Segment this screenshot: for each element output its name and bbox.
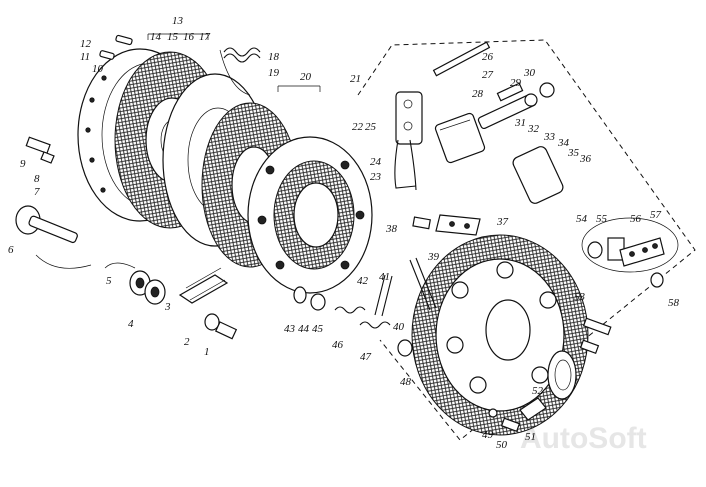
spring-18: [223, 47, 261, 63]
callout-29: 29: [510, 77, 522, 89]
dashed-group-outline: [357, 39, 696, 441]
callout-3: 3: [164, 301, 171, 313]
callout-57: 57: [650, 209, 662, 221]
callout-14: 14: [150, 31, 162, 43]
pressure-plate-cover: [247, 136, 373, 294]
callout-27: 27: [482, 69, 494, 81]
callout-32: 32: [527, 123, 540, 135]
callout-5: 5: [106, 275, 112, 287]
callout-6: 6: [8, 244, 14, 256]
callout-4: 4: [128, 318, 134, 330]
callout-18: 18: [268, 51, 280, 63]
callout-46: 46: [332, 339, 344, 351]
callout-2: 2: [184, 336, 190, 348]
bolt-6: [15, 205, 78, 244]
callout-55: 55: [596, 213, 608, 225]
callout-35: 35: [567, 147, 580, 159]
callout-54: 54: [576, 213, 588, 225]
small-springs: [293, 286, 413, 357]
bolt-9: [25, 136, 55, 164]
callout-38: 38: [385, 223, 398, 235]
callout-43: 43: [284, 323, 296, 335]
spring-set: [374, 257, 437, 317]
callouts: 1 2 3 4 5 6 7 8 9 10 11 12 13 14 15 16 1…: [8, 15, 680, 451]
shims-3: [178, 267, 229, 304]
callout-21: 21: [350, 73, 361, 85]
callout-31: 31: [514, 117, 526, 129]
callout-39: 39: [427, 251, 440, 263]
callout-53: 53: [574, 291, 586, 303]
callout-25: 25: [365, 121, 377, 133]
callout-9: 9: [20, 158, 26, 170]
callout-51: 51: [525, 431, 536, 443]
callout-7: 7: [34, 186, 40, 198]
callout-44: 44: [298, 323, 310, 335]
callout-20: 20: [300, 71, 312, 83]
callout-28: 28: [472, 88, 484, 100]
callout-56: 56: [630, 213, 642, 225]
callout-52: 52: [532, 385, 544, 397]
callout-24: 24: [370, 156, 382, 168]
callout-30: 30: [523, 67, 536, 79]
watermark-text: AutoSoft: [520, 422, 647, 455]
retaining-ring: [547, 350, 577, 400]
callout-1: 1: [204, 346, 210, 358]
damper-disc: [411, 234, 589, 436]
callout-40: 40: [393, 321, 405, 333]
callout-47: 47: [360, 351, 372, 363]
washers-4-5: [129, 270, 166, 305]
pin-parts: [99, 34, 133, 60]
callout-41: 41: [379, 271, 390, 283]
release-lever-linkage: [394, 41, 564, 204]
callout-50: 50: [496, 439, 508, 451]
callout-33: 33: [543, 131, 556, 143]
callout-12: 12: [80, 38, 92, 50]
callout-42: 42: [357, 275, 369, 287]
callout-34: 34: [557, 137, 570, 149]
callout-23: 23: [370, 171, 382, 183]
callout-15: 15: [167, 31, 179, 43]
callout-11: 11: [80, 51, 90, 63]
callout-37: 37: [496, 216, 509, 228]
callout-17: 17: [199, 31, 211, 43]
bolt-1: [204, 313, 238, 340]
callout-36: 36: [579, 153, 592, 165]
callout-45: 45: [312, 323, 324, 335]
callout-16: 16: [183, 31, 195, 43]
callout-49: 49: [482, 429, 494, 441]
callout-13: 13: [172, 15, 184, 27]
callout-22: 22: [352, 121, 364, 133]
callout-26: 26: [482, 51, 494, 63]
flange-plate-37: [412, 214, 481, 236]
leader-lines: [35, 33, 471, 269]
washer-strip: [581, 217, 679, 288]
lower-bolts: [488, 317, 612, 433]
callout-10: 10: [92, 63, 104, 75]
callout-8: 8: [34, 173, 40, 185]
callout-58: 58: [668, 297, 680, 309]
callout-48: 48: [400, 376, 412, 388]
callout-19: 19: [268, 67, 280, 79]
